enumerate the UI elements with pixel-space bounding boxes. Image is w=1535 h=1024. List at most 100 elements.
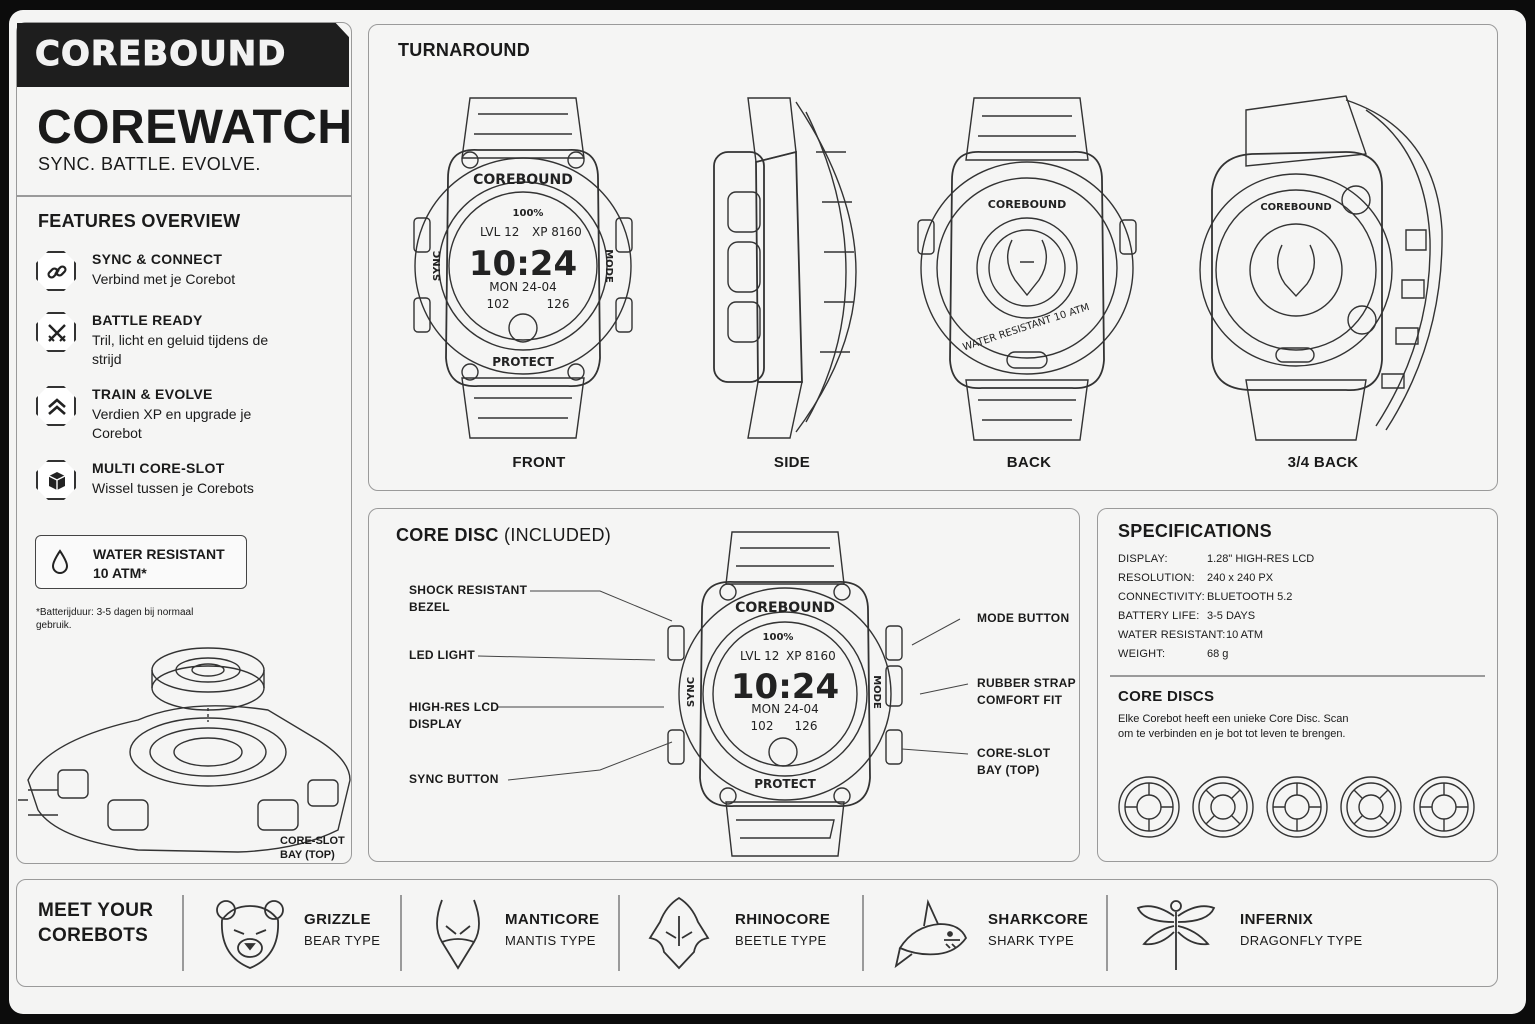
stat-readout: 102 xyxy=(751,719,774,733)
callout-led-light: LED LIGHT xyxy=(409,648,476,662)
feature-title: TRAIN & EVOLVE xyxy=(92,386,213,402)
crossed-swords-icon xyxy=(36,312,76,352)
divider xyxy=(1110,675,1485,677)
corebot-type: MANTIS TYPE xyxy=(505,933,596,948)
specifications-heading: SPECIFICATIONS xyxy=(1118,521,1272,541)
watch-back-view: COREBOUND WATER RESISTANT 10 ATM xyxy=(917,97,1137,441)
watch-three-quarter-back-view: COREBOUND xyxy=(1199,95,1443,441)
bezel-brand-label: COREBOUND xyxy=(735,600,835,616)
feature-title: MULTI CORE-SLOT xyxy=(92,460,225,476)
divider xyxy=(17,195,351,197)
corebot-name: RHINOCORE xyxy=(735,911,831,928)
brand-logo: COREBOUND xyxy=(34,34,287,75)
core-discs-description: Elke Corebot heeft een unieke Core Disc.… xyxy=(1118,713,1349,740)
exploded-core-slot-illustration xyxy=(18,647,351,853)
protect-label: PROTECT xyxy=(492,355,554,369)
callout-core-slot-bay: CORE-SLOT BAY (TOP) xyxy=(977,746,1051,777)
corebot-name: INFERNIX xyxy=(1240,911,1314,928)
stat-readout: 126 xyxy=(795,719,818,733)
stat-readout: 126 xyxy=(547,297,570,311)
dragonfly-icon xyxy=(1136,900,1216,970)
caseback-brand-label: COREBOUND xyxy=(1260,202,1331,213)
corebot-type: BEAR TYPE xyxy=(304,933,381,948)
features-heading: FEATURES OVERVIEW xyxy=(38,211,241,231)
battery-footnote: *Batterijduur: 3-5 dagen bij normaal geb… xyxy=(36,607,194,631)
callout-mode-button: MODE BUTTON xyxy=(977,611,1070,625)
corebot-name: MANTICORE xyxy=(505,911,600,928)
mantis-head-icon xyxy=(436,899,480,970)
feature-desc: Wissel tussen je Corebots xyxy=(92,480,254,496)
watch-annotated-front-view: COREBOUND PROTECT SYNC MODE 100% LVL 12 … xyxy=(667,531,903,857)
feature-desc: Verdien XP en upgrade je Corebot xyxy=(92,406,252,441)
corebot-type: SHARK TYPE xyxy=(988,933,1075,948)
callout-shock-bezel: SHOCK RESISTANT BEZEL xyxy=(409,583,528,614)
callout-lcd-display: HIGH-RES LCD DISPLAY xyxy=(409,700,500,731)
battery-readout: 100% xyxy=(513,208,544,219)
beetle-head-icon xyxy=(648,896,710,970)
specifications-panel xyxy=(1097,508,1498,862)
water-resistant-box: WATER RESISTANT 10 ATM* xyxy=(35,535,247,589)
time-readout: 10:24 xyxy=(731,667,839,707)
callout-sync-button: SYNC BUTTON xyxy=(409,772,499,786)
turnaround-heading: TURNAROUND xyxy=(398,40,530,60)
time-readout: 10:24 xyxy=(469,244,577,284)
watch-side-view xyxy=(713,97,857,439)
watch-front-view: COREBOUND PROTECT SYNC MODE 100% LVL 12 … xyxy=(413,97,633,439)
mode-label: MODE xyxy=(603,249,614,283)
corebot-name: GRIZZLE xyxy=(304,911,371,928)
feature-title: BATTLE READY xyxy=(92,312,203,328)
callout-rubber-strap: RUBBER STRAP COMFORT FIT xyxy=(977,676,1076,707)
xp-readout: XP 8160 xyxy=(786,649,836,663)
core-disc-5 xyxy=(1413,776,1475,838)
bear-head-icon xyxy=(216,900,284,969)
view-label-back: BACK xyxy=(1006,454,1052,471)
sync-label: SYNC xyxy=(686,677,697,707)
caseback-brand-label: COREBOUND xyxy=(988,198,1066,211)
divider xyxy=(618,895,620,971)
shark-icon xyxy=(894,898,968,969)
view-label-three-quarter-back: 3/4 BACK xyxy=(1287,454,1359,471)
feature-desc: Verbind met je Corebot xyxy=(92,271,236,287)
turnaround-panel xyxy=(368,24,1498,491)
date-readout: MON 24-04 xyxy=(751,702,818,716)
core-disc-3 xyxy=(1266,776,1328,838)
corebot-type: BEETLE TYPE xyxy=(735,933,827,948)
sync-label: SYNC xyxy=(432,251,443,281)
brand-header: COREBOUND xyxy=(17,23,349,87)
level-readout: LVL 12 xyxy=(740,649,779,663)
bezel-brand-label: COREBOUND xyxy=(473,172,573,188)
product-tagline: SYNC. BATTLE. EVOLVE. xyxy=(38,154,261,174)
mode-label: MODE xyxy=(871,675,882,709)
product-title: COREWATCH xyxy=(37,101,353,154)
core-disc-2 xyxy=(1192,776,1254,838)
core-disc-4 xyxy=(1340,776,1402,838)
view-label-side: SIDE xyxy=(773,454,811,471)
water-resistant-label: WATER RESISTANT 10 ATM* xyxy=(93,546,225,581)
corebot-name: SHARKCORE xyxy=(988,911,1089,928)
chevron-up-icon xyxy=(36,386,76,426)
core-disc-1 xyxy=(1118,776,1180,838)
left-info-panel xyxy=(16,22,352,864)
divider xyxy=(1106,895,1108,971)
feature-desc: Tril, licht en geluid tijdens de strijd xyxy=(92,332,269,367)
xp-readout: XP 8160 xyxy=(532,225,582,239)
divider xyxy=(862,895,864,971)
view-label-front: FRONT xyxy=(512,454,566,471)
level-readout: LVL 12 xyxy=(480,225,519,239)
corebot-type: DRAGONFLY TYPE xyxy=(1240,933,1363,948)
corebots-heading: MEET YOUR COREBOTS xyxy=(38,900,154,946)
date-readout: MON 24-04 xyxy=(489,280,556,294)
link-icon xyxy=(36,251,76,291)
core-disc-lineup xyxy=(1118,776,1475,838)
divider xyxy=(400,895,402,971)
exploded-callout-label: CORE-SLOT BAY (TOP) xyxy=(280,835,345,861)
water-drop-icon xyxy=(51,549,69,574)
divider xyxy=(182,895,184,971)
cube-icon xyxy=(36,460,76,500)
core-disc-heading: CORE DISC (INCLUDED) xyxy=(396,525,612,545)
battery-readout: 100% xyxy=(763,632,794,643)
feature-title: SYNC & CONNECT xyxy=(92,251,223,267)
stat-readout: 102 xyxy=(487,297,510,311)
corebots-panel xyxy=(16,879,1498,987)
